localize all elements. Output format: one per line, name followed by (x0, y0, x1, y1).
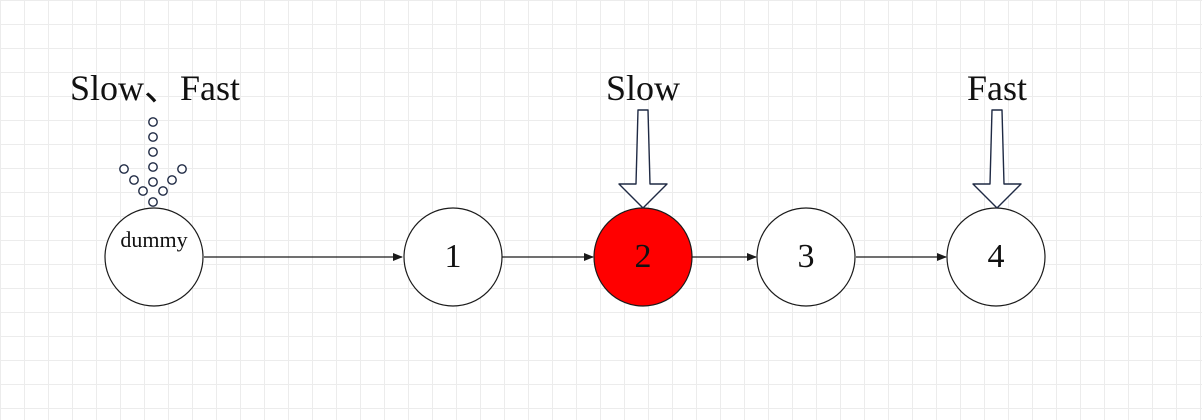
node-1: 1 (403, 207, 503, 307)
node-dummy-circle (104, 207, 204, 307)
node-4-circle (946, 207, 1046, 307)
node-3-label: 3 (798, 238, 815, 275)
node-2: 2 (593, 207, 693, 307)
node-dummy-label: dummy (120, 227, 187, 252)
fast-down-arrow-icon (972, 109, 1022, 209)
dotted-arrow-icon (119, 117, 187, 207)
slow-down-arrow-icon (618, 109, 668, 209)
start-pointer-label: Slow、Fast (70, 68, 240, 108)
node-1-label: 1 (445, 238, 462, 275)
slow-pointer-label: Slow (606, 68, 680, 108)
node-2-label: 2 (635, 238, 652, 275)
node-3-circle (756, 207, 856, 307)
fast-pointer-label: Fast (967, 68, 1027, 108)
node-dummy: dummy (104, 207, 204, 307)
node-3: 3 (756, 207, 856, 307)
node-4: 4 (946, 207, 1046, 307)
node-4-label: 4 (988, 238, 1005, 275)
node-1-circle (403, 207, 503, 307)
